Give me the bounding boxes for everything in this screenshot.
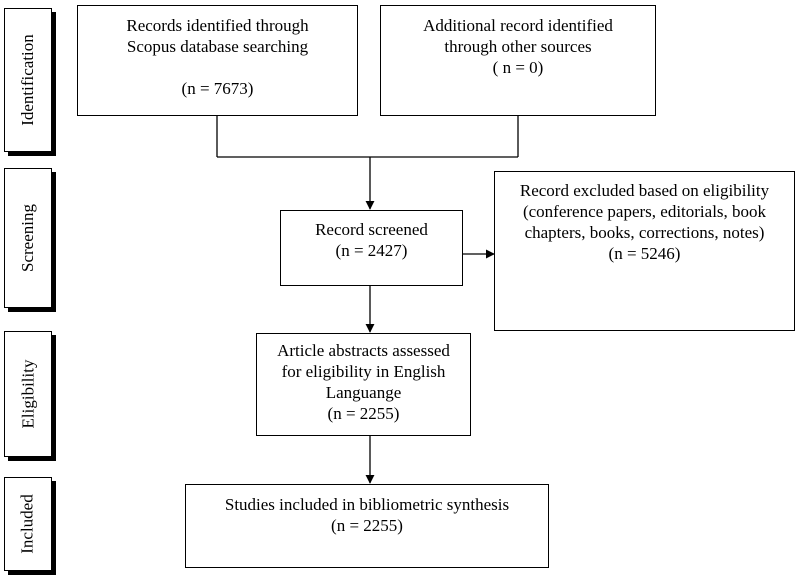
box-records-screened: Record screened (n = 2427)	[280, 210, 463, 286]
scopus-count: (n = 7673)	[181, 79, 254, 98]
box-abstracts-assessed: Article abstracts assessed for eligibili…	[256, 333, 471, 436]
stage-label-eligibility: Eligibility	[4, 331, 52, 457]
abstracts-count: (n = 2255)	[327, 404, 400, 423]
included-count: (n = 2255)	[331, 516, 403, 535]
box-other-sources: Additional record identified through oth…	[380, 5, 656, 116]
abstracts-line-3: Languange	[325, 383, 402, 402]
stage-label-screening: Screening	[4, 168, 52, 308]
abstracts-line-1: Article abstracts assessed	[277, 341, 450, 360]
excluded-line-1: Record excluded based on eligibility	[519, 181, 770, 200]
box-studies-included: Studies included in bibliometric synthes…	[185, 484, 549, 568]
other-sources-line-1: Additional record identified	[423, 16, 613, 35]
other-sources-line-2: through other sources	[444, 37, 592, 56]
included-label: Studies included in bibliometric synthes…	[224, 495, 510, 514]
scopus-line-1: Records identified through	[126, 16, 309, 35]
stage-label-identification: Identification	[4, 8, 52, 152]
screened-count: (n = 2427)	[335, 241, 408, 260]
excluded-count: (n = 5246)	[608, 244, 681, 263]
screened-label: Record screened	[315, 220, 428, 239]
box-scopus-records: Records identified through Scopus databa…	[77, 5, 358, 116]
abstracts-line-2: for eligibility in English	[281, 362, 446, 381]
other-sources-count: ( n = 0)	[492, 58, 544, 77]
excluded-line-3: chapters, books, corrections, notes)	[524, 223, 765, 242]
stage-label-included: Included	[4, 477, 52, 571]
excluded-line-2: (conference papers, editorials, book	[522, 202, 767, 221]
scopus-line-2: Scopus database searching	[126, 37, 309, 56]
box-records-excluded: Record excluded based on eligibility (co…	[494, 171, 795, 331]
